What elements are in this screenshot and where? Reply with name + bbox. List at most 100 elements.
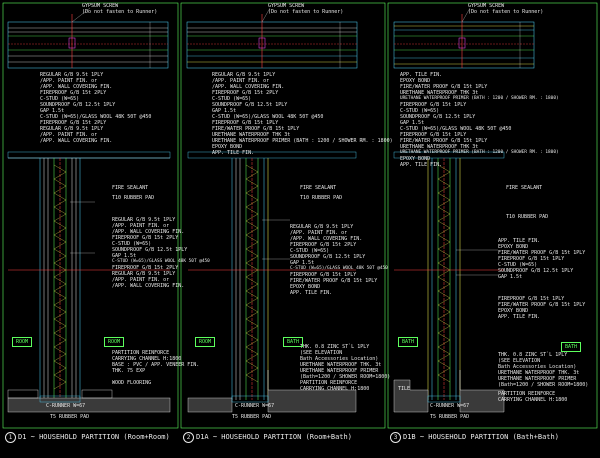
- label: URETHANE WATERPROOF PRIMER (BATH : 1200 …: [400, 150, 559, 155]
- p1-room-right: ROOM: [104, 337, 125, 347]
- label: APP. TILE FIN.: [498, 238, 541, 244]
- label: FIREPROOF G/B 15t 2PLY: [290, 242, 357, 248]
- label: FIREPROOF G/B 15t 1PLY: [400, 132, 467, 138]
- p2-room-left: ROOM: [195, 337, 216, 347]
- label: C-STUD (W=65)/GLASS WOOL 48K 50T @450: [212, 114, 324, 120]
- label: APP. TILE FIN.: [212, 150, 255, 156]
- panel1-plan-labels: REGULAR G/B 9.5t 1PLY /APP. PAINT FIN. o…: [40, 72, 151, 144]
- p3-rubber-pad: T10 RUBBER PAD: [506, 214, 549, 220]
- label: /APP. WALL COVERING FIN.: [40, 138, 113, 144]
- p1-fire-sealant: FIRE SEALANT: [112, 185, 149, 191]
- label: /APP. PAINT FIN. or: [40, 132, 98, 138]
- label: FIREPROOF G/B 15t 2PLY: [112, 235, 179, 241]
- label: C-STUD (W=65): [40, 96, 80, 102]
- label: FIREPROOF G/B 15t 2PLY: [40, 90, 107, 96]
- label: FIREPROOF G/B 15t 1PLY: [498, 296, 565, 302]
- label: URETHANE WATERPROOF THK 3t: [400, 144, 479, 150]
- label: EPOXY BOND: [498, 244, 529, 250]
- p2-c-runner: C-RUNNER W=67: [235, 403, 275, 409]
- panel1-title: D1 ~ HOUSEHOLD PARTITION (Room+Room): [18, 433, 170, 441]
- label: FIRE/WATER PROOF G/B 15t 1PLY: [400, 138, 488, 144]
- label: /APP. PAINT FIN. or: [112, 223, 170, 229]
- label: EPOXY BOND: [290, 284, 321, 290]
- label: APP. TILE FIN.: [290, 290, 333, 296]
- label: GAP 1.5t: [212, 108, 237, 114]
- label: C-STUD (W=65): [112, 241, 152, 247]
- label: APP. TILE FIN.: [498, 314, 541, 320]
- label: PARTITION REINFORCE: [300, 380, 358, 386]
- label: CARRYING CHANNEL H:1800: [112, 356, 182, 362]
- p1-room-left: ROOM: [12, 337, 33, 347]
- label: /APP. PAINT FIN. or: [40, 78, 98, 84]
- panel3-number: 3: [390, 432, 401, 443]
- label: /APP. WALL COVERING FIN.: [212, 84, 285, 90]
- label: SOUNDPROOF G/B 12.5t 1PLY: [212, 102, 288, 108]
- panel2-section: [187, 151, 357, 413]
- label: SOUNDPROOF G/B 12.5t 1PLY: [400, 114, 476, 120]
- panel1-number: 1: [5, 432, 16, 443]
- label: GAP 1.5t: [498, 274, 523, 280]
- panel2-number: 2: [183, 432, 194, 443]
- label: URETHANE WATERPROOF THK 3t: [400, 90, 479, 96]
- label: APP. TILE FIN.: [400, 162, 443, 168]
- panel2-section-mid-labels: REGULAR G/B 9.5t 1PLY /APP. PAINT FIN. o…: [290, 224, 388, 296]
- label: APP. TILE FIN.: [400, 72, 443, 78]
- label: SOUNDPROOF G/B 12.5t 1PLY: [290, 254, 366, 260]
- label: URETHANE WATERPROOF THK. 3t: [300, 362, 382, 368]
- panel1-section-low-labels: PARTITION REINFORCE CARRYING CHANNEL H:1…: [112, 350, 199, 386]
- label: THK. 75 EXP: [112, 368, 146, 374]
- label: BASE : PVC / APP. VENEER FIN.: [112, 362, 200, 368]
- label: FIRE/WATER PROOF G/B 15t 1PLY: [290, 278, 378, 284]
- label: WOOD FLOORING: [112, 380, 152, 386]
- label: SOUNDPROOF G/B 12.5t 1PLY: [498, 268, 574, 274]
- screw-note-3: (Do not fasten to Runner): [468, 9, 544, 15]
- label: Bath Accessories Location): [300, 356, 379, 362]
- label: FIREPROOF G/B 15t 1PLY: [400, 102, 467, 108]
- panel3-section-low-labels: THK. 0.8 ZINC ST`L 1PLY (SEE ELEVATION B…: [498, 352, 588, 403]
- label: EPOXY BOND: [498, 308, 529, 314]
- label: URETHANE WATERPROOF PRIMER (BATH : 1200 …: [212, 138, 393, 144]
- p2-fire-sealant: FIRE SEALANT: [300, 185, 337, 191]
- label: C-STUD (W=65)/GLASS WOOL 48K 50T @450: [40, 114, 152, 120]
- p3-t5-pad: T5 RUBBER PAD: [430, 414, 470, 420]
- label: FIREPROOF G/B 15t 1PLY: [212, 120, 279, 126]
- label: (Bath=1200 / SHOWER ROOM=1800): [300, 374, 391, 380]
- panel2-title: D1A ~ HOUSEHOLD PARTITION (Room+Bath): [196, 433, 352, 441]
- label: C-STUD (W=65): [290, 248, 330, 254]
- label: C-STUD (W=65): [498, 262, 538, 268]
- screw-label-1: GYPSUM SCREW: [82, 3, 119, 9]
- panel3-section: [393, 151, 505, 413]
- screw-label-2: GYPSUM SCREW: [268, 3, 305, 9]
- screw-note-1: (Do not fasten to Runner): [82, 9, 158, 15]
- label: REGULAR G/B 9.5t 1PLY: [290, 224, 354, 230]
- label: (SEE ELEVATION: [300, 350, 343, 356]
- label: C-STUD (W=65): [400, 108, 440, 114]
- label: FIREPROOF G/B 15t 2PLY: [212, 90, 279, 96]
- label: URETHANE WATERPROOF THK 3t: [212, 132, 291, 138]
- label: FIREPROOF G/B 15t 1PLY: [498, 256, 565, 262]
- label: FIRE/WATER PROOF G/B 15t 1PLY: [498, 250, 586, 256]
- panel2-plan: [186, 14, 358, 69]
- label: /APP. PAINT FIN. or: [112, 277, 170, 283]
- label: /APP. WALL COVERING FIN.: [290, 236, 363, 242]
- p3-room-left: BATH: [398, 337, 419, 347]
- panel3-section-mid2-labels: FIREPROOF G/B 15t 1PLY FIRE/WATER PROOF …: [498, 296, 585, 320]
- p2-t5-pad: T5 RUBBER PAD: [232, 414, 272, 420]
- label: REGULAR G/B 9.5t 1PLY: [40, 126, 104, 132]
- screw-note-2: (Do not fasten to Runner): [268, 9, 344, 15]
- label: THK. 0.8 ZINC ST`L 1PLY: [498, 352, 568, 358]
- label: PARTITION REINFORCE: [498, 391, 556, 397]
- label: URETHANE WATERPROOF THK. 3t: [498, 370, 580, 376]
- p1-c-runner: C-RUNNER W=67: [46, 403, 86, 409]
- panel1-section-mid-labels: REGULAR G/B 9.5t 1PLY /APP. PAINT FIN. o…: [112, 217, 210, 289]
- label: /APP. WALL COVERING FIN.: [112, 283, 185, 289]
- p2-rubber-pad: T10 RUBBER PAD: [300, 195, 343, 201]
- label: /APP. WALL COVERING FIN.: [40, 84, 113, 90]
- label: /APP. PAINT FIN. or: [290, 230, 348, 236]
- label: C-STUD (W=65): [212, 96, 252, 102]
- label: C-STUD (W=65)/GLASS WOOL 48K 50T @450: [400, 126, 512, 132]
- label: REGULAR G/B 9.5t 1PLY: [212, 72, 276, 78]
- label: SOUNDPROOF G/B 12.5t 1PLY: [112, 247, 188, 253]
- label: GAP 1.5t: [290, 260, 315, 266]
